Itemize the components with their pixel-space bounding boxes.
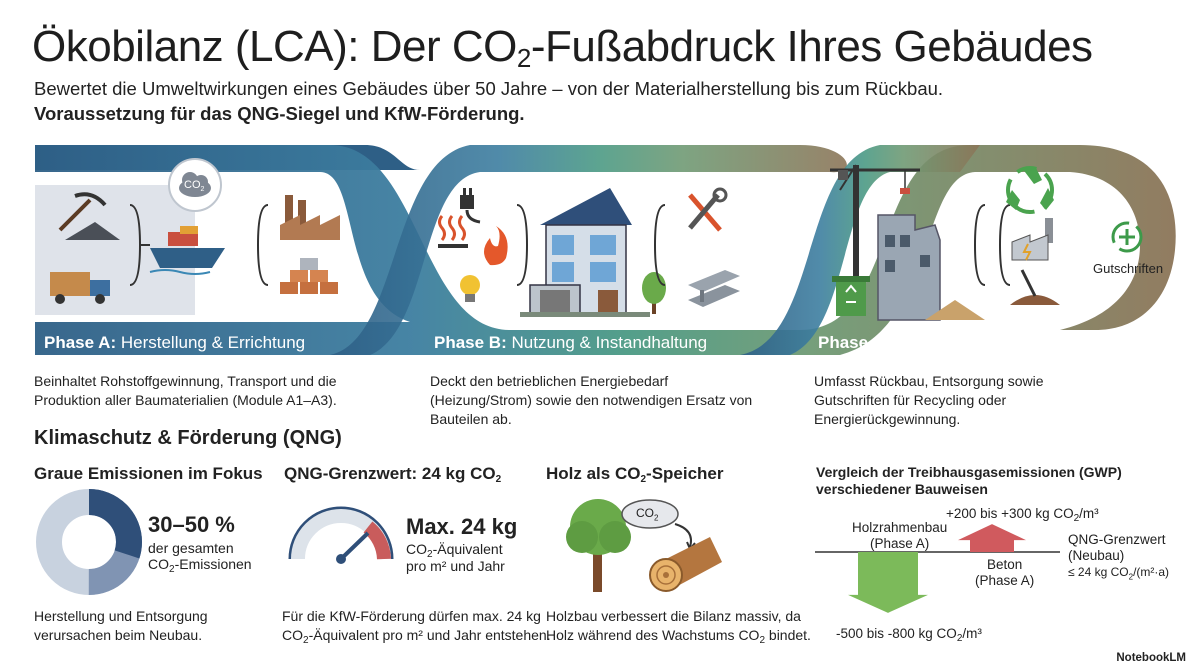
- shovel-icon: [1010, 269, 1060, 305]
- col2-big: Max. 24 kg: [406, 514, 518, 539]
- co2-cloud-label: CO2: [184, 179, 205, 194]
- ruin-icon: [877, 214, 941, 321]
- phase-a-desc: Beinhaltet Rohstoffgewinnung, Transport …: [34, 373, 337, 408]
- lightbulb-icon: [460, 275, 480, 302]
- credit-label: Gutschriften: [1093, 261, 1164, 276]
- col2-line2: pro m² und Jahr: [406, 558, 505, 574]
- flame-icon: [484, 226, 508, 266]
- donut-chart: [36, 489, 142, 595]
- notebooklm-brand: NotebookLM: [1116, 652, 1186, 664]
- page-subtitle: Bewertet die Umweltwirkungen eines Gebäu…: [34, 78, 944, 99]
- phase-cd-label: Phase C & D: Ende des Lebenswegs: [818, 333, 1102, 352]
- col1-line1: der gesamten: [148, 540, 234, 556]
- credit-icon: [1111, 221, 1143, 253]
- col3-title: Holz als CO2-Speicher: [546, 464, 724, 485]
- tools-icon: [688, 187, 728, 232]
- wood-storage-illustration: [566, 499, 722, 592]
- col4-title2: verschiedener Bauweisen: [816, 481, 988, 497]
- tree-small-icon: [642, 272, 666, 314]
- pickaxe-icon: [58, 192, 120, 240]
- plug-icon: [460, 188, 481, 224]
- gwp-concrete-label: Beton(Phase A): [975, 557, 1035, 588]
- col1-title: Graue Emissionen im Fokus: [34, 464, 263, 483]
- crane-icon: [830, 164, 920, 315]
- col2-title: QNG-Grenzwert: 24 kg CO2: [284, 464, 502, 485]
- gwp-chart: [815, 524, 1060, 613]
- recycle-icon: [1006, 166, 1054, 214]
- col4-title1: Vergleich der Treibhausgasemissionen (GW…: [816, 464, 1122, 480]
- gauge-icon: [288, 506, 394, 564]
- phase-a-label: Phase A: Herstellung & Errichtung: [44, 333, 306, 352]
- gwp-pos-label: +200 bis +300 kg CO2/m³: [946, 506, 1099, 524]
- col1-foot: Herstellung und Entsorgung verursachen b…: [34, 608, 208, 643]
- truck-icon: [50, 272, 110, 304]
- donut-low: [36, 489, 142, 595]
- co2-small-cloud-icon: [621, 499, 679, 529]
- gwp-bar-wood: [848, 552, 928, 613]
- col2-foot1: Für die KfW-Förderung dürfen max. 24 kg: [282, 608, 541, 624]
- phase-cd-desc: Umfasst Rückbau, Entsorgung sowie Gutsch…: [814, 373, 1044, 427]
- col2-foot2: CO2-Äquivalent pro m² und Jahr entstehen…: [282, 627, 551, 646]
- steel-beam-icon: [688, 270, 740, 307]
- heat-icon: [438, 215, 468, 248]
- log-icon: [649, 537, 722, 592]
- recycle-bin-icon: [832, 276, 870, 316]
- ship-icon: [149, 226, 225, 275]
- page-subtitle-bold: Voraussetzung für das QNG-Siegel und KfW…: [34, 103, 525, 124]
- band-loop-c: [740, 145, 980, 355]
- power-plant-icon: [1011, 218, 1053, 261]
- phase-b-label: Phase B: Nutzung & Instandhaltung: [434, 333, 708, 352]
- band-loop-b: [330, 145, 847, 355]
- col1-big: 30–50 %: [148, 512, 235, 537]
- col1-line2: CO2-Emissionen: [148, 556, 252, 575]
- page-title: Ökobilanz (LCA): Der CO2-Fußabdruck Ihre…: [32, 22, 1093, 73]
- col2-line1: CO2-Äquivalent: [406, 541, 503, 560]
- tree-icon: [566, 499, 631, 592]
- gwp-limit-label: QNG-Grenzwert(Neubau)≤ 24 kg CO2/(m²·a): [1068, 532, 1170, 582]
- gwp-bar-concrete: [958, 524, 1026, 552]
- gwp-wood-label: Holzrahmenbau(Phase A): [852, 520, 948, 551]
- gauge-needle: [339, 531, 370, 561]
- co2-cloud-icon: [168, 158, 222, 212]
- house-icon: [520, 188, 650, 317]
- lifecycle-band: [35, 145, 1176, 355]
- gwp-neg-label: -500 bis -800 kg CO2/m³: [836, 626, 982, 644]
- col3-foot1: Holzbau verbessert die Bilanz massiv, da: [546, 608, 801, 624]
- factory-icon: [280, 195, 340, 240]
- phase-b-desc: Deckt den betrieblichen Energiebedarf (H…: [430, 373, 753, 427]
- bricks-icon: [280, 258, 338, 294]
- section-title: Klimaschutz & Förderung (QNG): [34, 427, 342, 449]
- col3-cloud-label: CO2: [636, 506, 659, 523]
- col3-foot2: Holz während des Wachstums CO2 bindet.: [546, 627, 811, 646]
